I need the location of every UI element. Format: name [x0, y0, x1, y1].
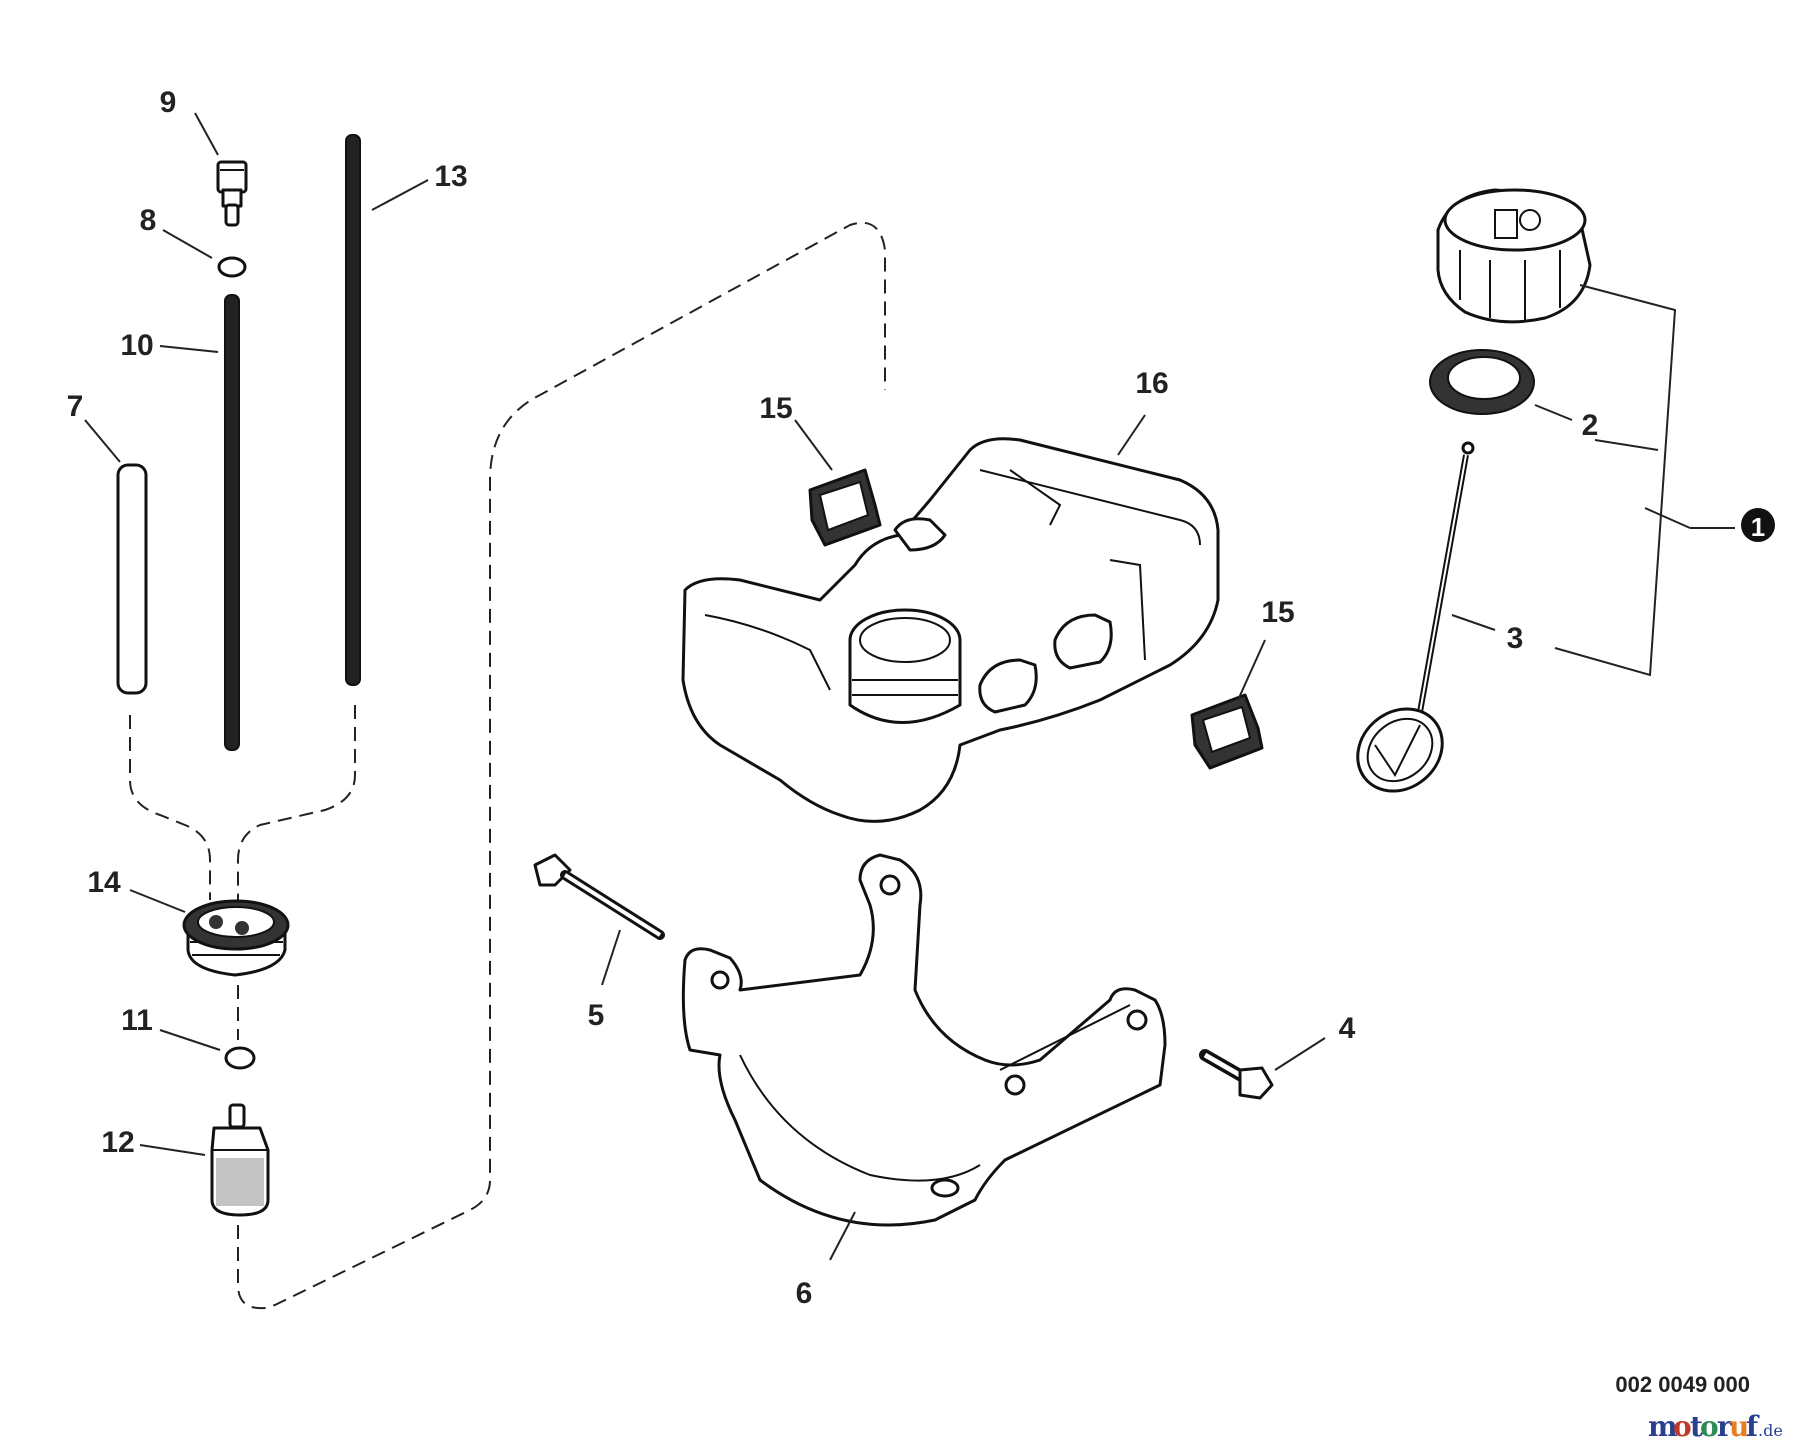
callout-1-assembly: 1: [1741, 508, 1775, 542]
callout-9: 9: [160, 86, 177, 119]
callout-10: 10: [120, 329, 153, 362]
grommet-part-15-right: [1190, 693, 1264, 770]
routing-line-13: [237, 705, 356, 900]
leader-lines: [84, 112, 1735, 1261]
callout-16: 16: [1135, 367, 1168, 400]
callout-13: 13: [434, 160, 467, 193]
watermark-logo: m o t o r u f .de: [1648, 1410, 1783, 1443]
svg-text:r: r: [1717, 1410, 1733, 1443]
bolt-part-4: [1199, 1049, 1274, 1100]
hose-part-10: [224, 294, 240, 751]
fuel-filter-part-12: [210, 1103, 270, 1217]
bolt-part-5: [533, 853, 665, 940]
clip-part-11: [224, 1046, 256, 1070]
callout-2: 2: [1582, 409, 1599, 442]
svg-text:t: t: [1690, 1410, 1703, 1443]
svg-text:u: u: [1729, 1410, 1749, 1443]
strap-part-3: [1356, 441, 1475, 793]
svg-text:.de: .de: [1758, 1421, 1783, 1440]
svg-text:f: f: [1746, 1410, 1760, 1443]
fitting-part-9: [216, 160, 248, 227]
callout-15-left: 15: [759, 392, 792, 425]
callout-6: 6: [796, 1277, 813, 1310]
svg-text:m: m: [1648, 1410, 1678, 1443]
callout-8: 8: [140, 204, 157, 237]
fuel-tank-part-16: [681, 437, 1220, 823]
callout-11: 11: [121, 1004, 153, 1037]
tube-part-7: [116, 463, 148, 695]
callout-12: 12: [101, 1126, 134, 1159]
callout-1-label: 1: [1751, 512, 1765, 542]
callout-7: 7: [67, 390, 84, 423]
callout-14: 14: [87, 866, 121, 899]
grommet-part-14: [182, 899, 290, 977]
hose-part-13: [345, 134, 361, 686]
grommet-part-15-left: [808, 468, 882, 547]
callout-4: 4: [1339, 1012, 1356, 1045]
svg-text:o: o: [1700, 1410, 1719, 1443]
bracket-part-6: [681, 853, 1167, 1227]
fuel-cap-part-1: [1436, 188, 1592, 324]
routing-line-7: [129, 715, 211, 900]
callout-15-right: 15: [1261, 596, 1294, 629]
ring-part-8: [217, 256, 247, 278]
callout-5: 5: [588, 999, 605, 1032]
svg-text:o: o: [1673, 1410, 1692, 1443]
callout-3: 3: [1507, 622, 1524, 655]
routing-line-main: [237, 221, 886, 1310]
gasket-part-2: [1429, 349, 1535, 415]
diagram-code: 002 0049 000: [1615, 1372, 1750, 1397]
